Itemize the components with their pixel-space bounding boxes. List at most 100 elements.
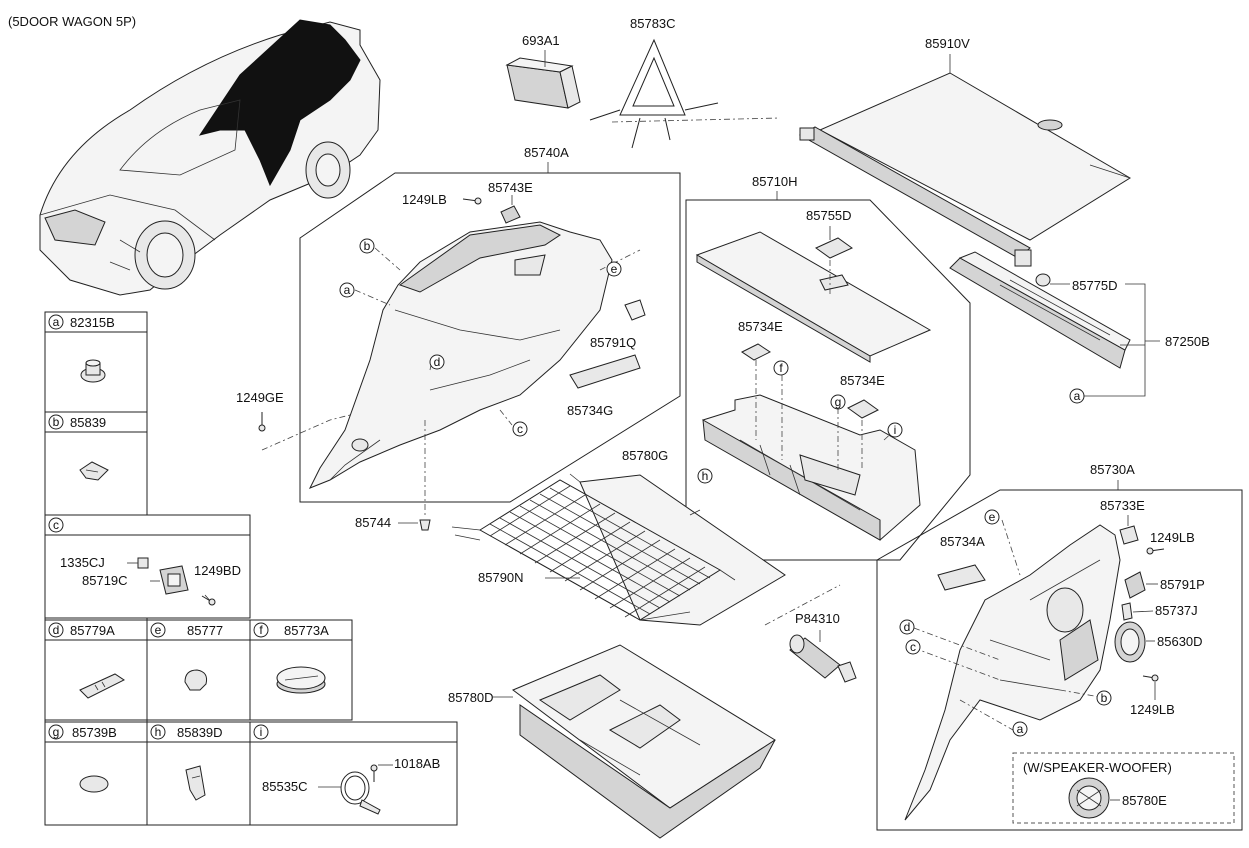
legend-a-part: 82315B xyxy=(70,315,115,330)
label-1249lb-r2: 1249LB xyxy=(1130,702,1175,717)
legend-c-sub3: 1249BD xyxy=(194,563,241,578)
cap-85777-icon xyxy=(184,669,208,691)
legend-table: a 82315B b 85839 c 1335CJ 85719C 1249BD xyxy=(44,311,458,826)
label-85734a: 85734A xyxy=(940,534,985,549)
legend-i-sub2: 1018AB xyxy=(394,756,440,771)
legend-f-letter: f xyxy=(259,623,263,637)
legend-b-letter: b xyxy=(53,415,60,429)
label-85733e: 85733E xyxy=(1100,498,1145,513)
storage-tray-85710h xyxy=(702,394,921,541)
legend-d-part: 85779A xyxy=(70,623,115,638)
label-693a1: 693A1 xyxy=(522,33,560,48)
cap-85739b-icon xyxy=(79,775,109,793)
warning-triangle-85783c xyxy=(589,38,719,149)
callout-c-right: c xyxy=(910,640,916,654)
vehicle-illustration xyxy=(39,19,381,296)
label-85791q: 85791Q xyxy=(590,335,636,350)
callout-e-right: e xyxy=(989,510,996,524)
label-85740a: 85740A xyxy=(524,145,569,160)
woofer-option-box xyxy=(1012,752,1235,824)
label-87250b: 87250B xyxy=(1165,334,1210,349)
pad-85734g xyxy=(569,354,641,389)
callout-d-right: d xyxy=(904,620,911,634)
clip-85744 xyxy=(398,519,431,531)
bracket-85719c-icon xyxy=(127,557,216,606)
label-85780e: 85780E xyxy=(1122,793,1167,808)
callout-h-floor: h xyxy=(702,469,709,483)
label-85730a: 85730A xyxy=(1090,462,1135,477)
callout-a-scuff: a xyxy=(1074,389,1081,403)
label-85737j: 85737J xyxy=(1155,603,1198,618)
legend-c-sub1: 1335CJ xyxy=(60,555,105,570)
luggage-tray-85780d xyxy=(512,644,776,839)
label-85790n: 85790N xyxy=(478,570,524,585)
callout-c-left: c xyxy=(517,422,523,436)
callout-a-left: a xyxy=(344,283,351,297)
label-85710h: 85710H xyxy=(752,174,798,189)
trim-panel-85740a xyxy=(308,221,613,489)
scuff-plate-87250b xyxy=(949,251,1131,369)
legend-g-part: 85739B xyxy=(72,725,117,740)
assembly-85740a-outline xyxy=(299,172,681,503)
label-85734e-1: 85734E xyxy=(738,319,783,334)
legend-d-letter: d xyxy=(53,623,60,637)
lid-85755d xyxy=(815,226,853,259)
legend-h-letter: h xyxy=(155,725,162,739)
legend-h-part: 85839D xyxy=(177,725,223,740)
label-85744: 85744 xyxy=(355,515,391,530)
label-1249lb-r1: 1249LB xyxy=(1150,530,1195,545)
callout-i-floor: i xyxy=(894,423,897,437)
clip-85839d-icon xyxy=(185,765,206,801)
grille-85791p xyxy=(1124,571,1146,599)
bolt-1249lb-top xyxy=(462,197,482,205)
legend-g-letter: g xyxy=(53,725,60,739)
callout-a-right: a xyxy=(1017,722,1024,736)
label-85734e-2: 85734E xyxy=(840,373,885,388)
legend-i-sub1: 85535C xyxy=(262,779,308,794)
luggage-board-85780g xyxy=(579,474,786,626)
woofer-caption: (W/SPEAKER-WOOFER) xyxy=(1023,760,1172,775)
label-85734g: 85734G xyxy=(567,403,613,418)
legend-b-part: 85839 xyxy=(70,415,106,430)
plug-85773a-icon xyxy=(276,666,326,694)
label-85755d: 85755D xyxy=(806,208,852,223)
clip-85733e xyxy=(1119,525,1139,545)
clip-85743e xyxy=(500,195,521,224)
clip-85839-icon xyxy=(79,461,109,481)
label-85780d: 85780D xyxy=(448,690,494,705)
label-85775d: 85775D xyxy=(1072,278,1118,293)
clip-82315b-icon xyxy=(80,359,106,383)
bolt-1249lb-r1 xyxy=(1146,547,1165,555)
diagram-title: (5DOOR WAGON 5P) xyxy=(8,14,136,29)
cargo-net-85790n xyxy=(451,473,736,621)
label-85910v: 85910V xyxy=(925,36,970,51)
label-85630d: 85630D xyxy=(1157,634,1203,649)
legend-i-letter: i xyxy=(260,725,263,739)
legend-f-part: 85773A xyxy=(284,623,329,638)
callout-b-left: b xyxy=(364,239,371,253)
legend-e-part: 85777 xyxy=(187,623,223,638)
cover-85791q xyxy=(624,299,646,321)
pad-85734a xyxy=(937,564,986,591)
legend-c-sub2: 85719C xyxy=(82,573,128,588)
cap-85775d xyxy=(1035,273,1051,287)
label-p84310: P84310 xyxy=(795,611,840,626)
callout-b-right: b xyxy=(1101,691,1108,705)
label-85791p: 85791P xyxy=(1160,577,1205,592)
first-aid-kit-693a1 xyxy=(505,50,581,109)
handle-85779a-icon xyxy=(79,673,125,699)
pad-85734e-1 xyxy=(741,343,771,361)
assembly-85730a-outline xyxy=(876,489,1243,831)
woofer-85780e xyxy=(1068,777,1110,819)
luggage-cover-85910v xyxy=(798,72,1131,267)
legend-a-letter: a xyxy=(53,315,60,329)
label-85743e: 85743E xyxy=(488,180,533,195)
clamp-85535c-icon xyxy=(318,764,393,815)
floor-board-85710h xyxy=(695,231,932,363)
label-85780g: 85780G xyxy=(622,448,668,463)
label-1249lb-top: 1249LB xyxy=(402,192,447,207)
callout-e-left: e xyxy=(611,262,618,276)
callout-g-floor: g xyxy=(835,395,842,409)
label-85783c: 85783C xyxy=(630,16,676,31)
